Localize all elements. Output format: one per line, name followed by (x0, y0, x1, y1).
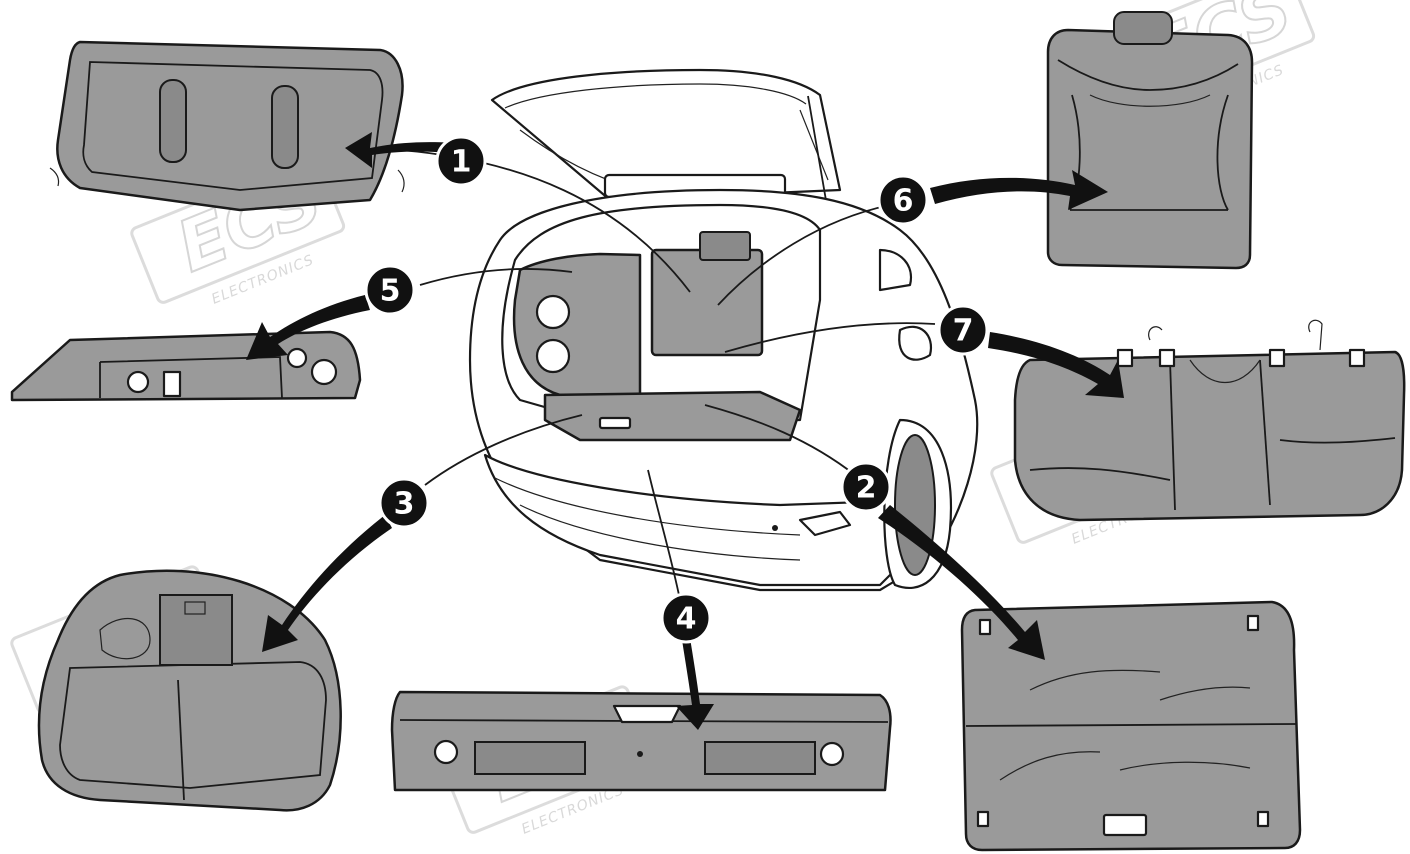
part-spare-tire-tray (37, 569, 342, 812)
callout-3-label: 3 (394, 487, 415, 522)
callout-4: 4 (660, 592, 712, 644)
part-parcel-shelf (49, 40, 405, 212)
callout-6: 6 (877, 174, 929, 226)
callout-3: 3 (378, 477, 430, 529)
callout-7: 7 (937, 304, 989, 356)
callout-5: 5 (364, 264, 416, 316)
part-rear-seat-cushion (1013, 319, 1406, 522)
part-trunk-floor-board (960, 600, 1302, 852)
callout-1: 1 (435, 135, 487, 187)
arrows (246, 132, 1124, 730)
callout-1-label: 1 (451, 145, 472, 180)
callout-6-label: 6 (893, 184, 914, 219)
callout-4-label: 4 (676, 602, 697, 637)
car-rear-view (468, 68, 979, 592)
callout-7-label: 7 (953, 314, 974, 349)
part-rear-seat-back (1046, 11, 1254, 270)
part-trunk-side-trim (10, 330, 362, 402)
callout-5-label: 5 (380, 274, 401, 309)
part-rear-sill-trim (390, 690, 892, 792)
callout-2-label: 2 (856, 471, 877, 506)
callout-2: 2 (840, 461, 892, 513)
